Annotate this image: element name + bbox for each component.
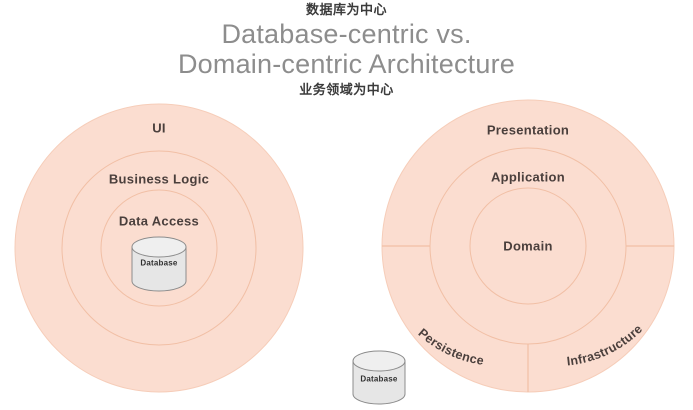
label-data-access: Data Access: [118, 213, 200, 229]
label-ui: UI: [152, 120, 166, 136]
right-diagram-group: Persistence Infrastructure: [352, 99, 675, 405]
label-presentation: Presentation: [486, 122, 570, 138]
label-business-logic: Business Logic: [108, 171, 210, 187]
left-diagram-group: [14, 103, 304, 393]
label-database-left: Database: [140, 258, 178, 268]
label-application: Application: [490, 169, 566, 185]
label-domain: Domain: [503, 238, 553, 254]
database-cylinder-right: [352, 350, 406, 405]
ring-domain: [469, 187, 587, 305]
database-cylinder-left: [131, 236, 187, 292]
label-database-right: Database: [360, 374, 398, 384]
